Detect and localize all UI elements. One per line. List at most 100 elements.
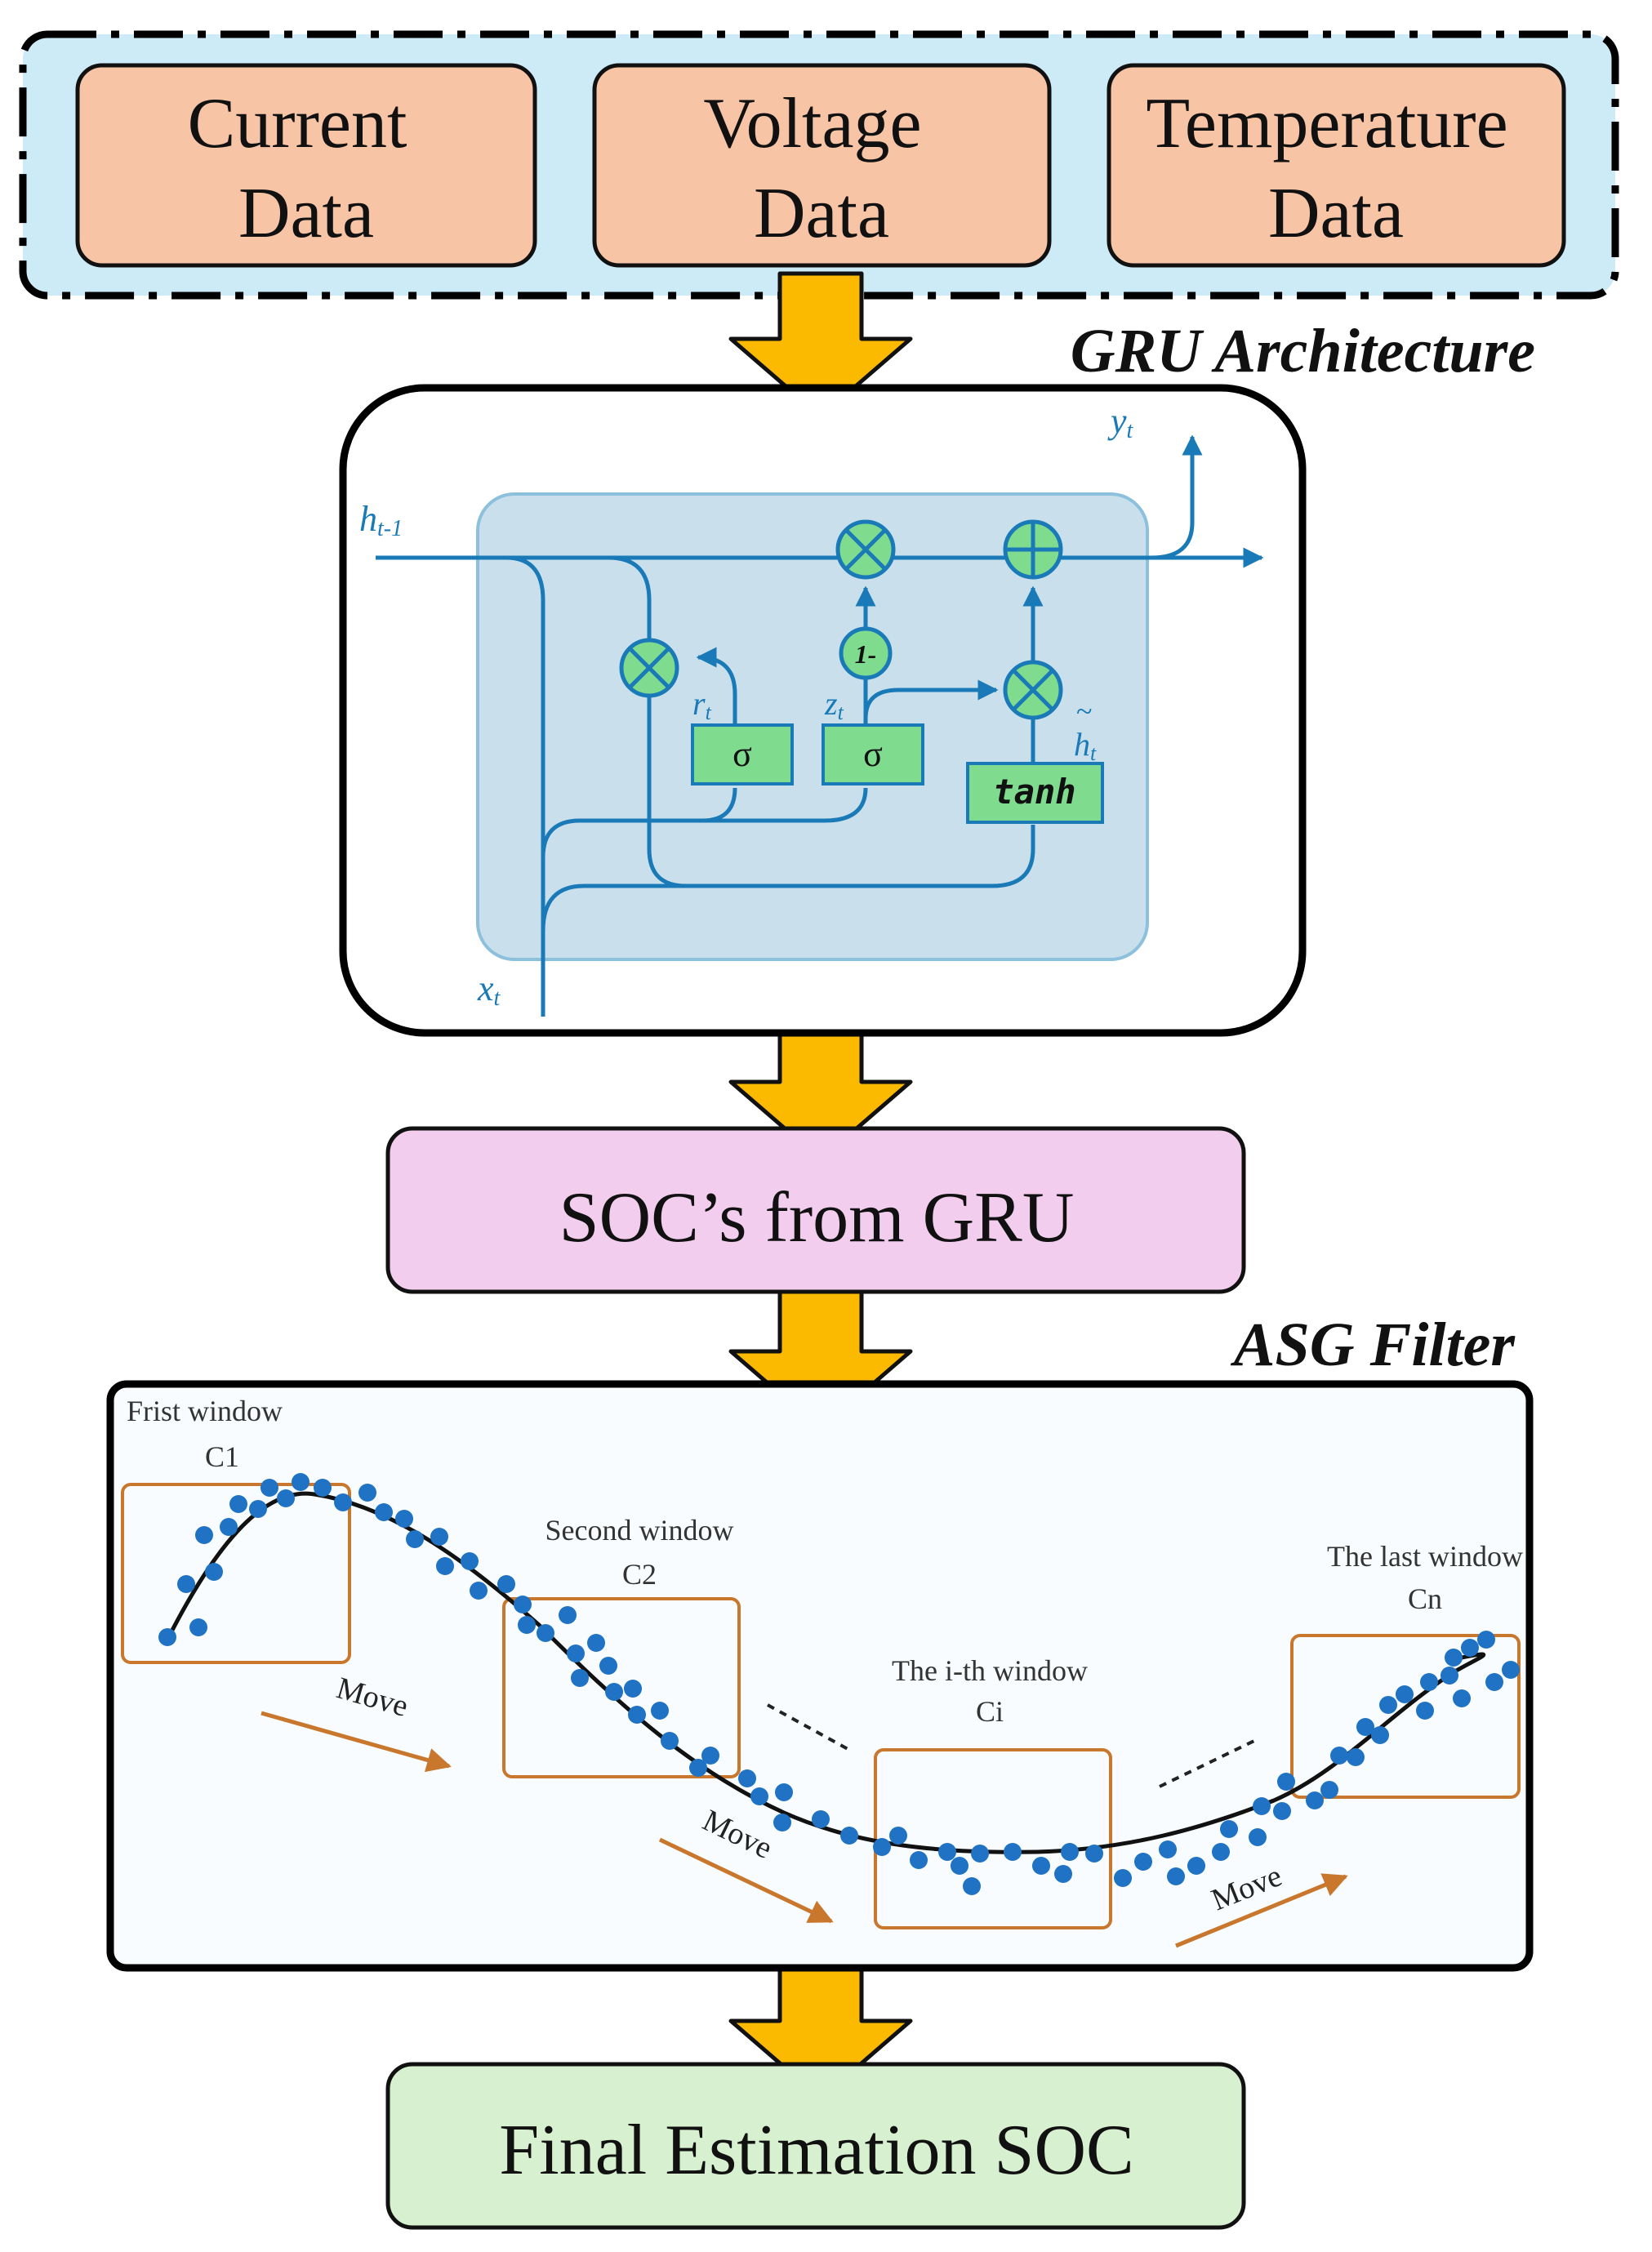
data-point [587,1634,605,1652]
data-point [497,1575,515,1593]
data-point [840,1827,858,1845]
label-h-prev: ht-1 [359,499,403,541]
final-box [385,2062,1246,2230]
gru-cell [476,492,1149,961]
data-point [1212,1843,1230,1861]
data-point [624,1680,642,1698]
data-point [205,1563,223,1581]
input-temperature: Temperature Data [1107,63,1566,268]
one-minus-node: 1- [839,626,893,680]
data-point [1187,1857,1205,1875]
data-point [375,1503,393,1521]
data-point [889,1827,907,1845]
hidden-to-bottom [505,555,545,833]
data-point [1032,1857,1050,1875]
data-point [514,1596,532,1613]
data-point [358,1484,376,1502]
window-ci-id: Ci [976,1695,1004,1728]
data-point [701,1747,719,1765]
data-point [1420,1673,1438,1691]
data-point [395,1510,413,1528]
data-point [1461,1639,1479,1657]
r-sigma-label: σ [732,734,752,774]
window-cn-id: Cn [1408,1582,1442,1615]
input-voltage-line1: Voltage [703,84,921,163]
window-cn-label: The last window [1327,1540,1523,1573]
data-point [963,1877,981,1895]
data-point [1277,1773,1295,1791]
hidden-to-low-left [608,555,687,888]
input-current: Current Data [75,63,537,268]
data-point [1453,1689,1471,1707]
data-point [651,1702,669,1720]
label-h-tilde-accent: ~ [1076,695,1092,728]
data-point [1114,1869,1132,1887]
window-c2 [502,1597,741,1778]
r-multiply-node [619,638,679,698]
window-label-ci: The i-th window Ci [892,1654,1088,1728]
soc-gru-box [385,1126,1246,1294]
data-point [1306,1791,1324,1809]
label-z: zt [824,685,844,724]
z-sigma-gate: σ [822,723,924,786]
data-point [773,1814,791,1831]
data-point [812,1810,830,1828]
label-x: xt [477,968,501,1011]
data-point [334,1493,352,1511]
r-sigma-gate: σ [691,723,794,786]
input-to-r-gate [701,787,737,823]
data-point [195,1526,213,1544]
flow-arrow-inputs-gru [728,271,913,419]
data-point [1379,1696,1397,1714]
data-point [158,1628,176,1646]
data-point [189,1618,207,1636]
asg-title: ASG Filter [1231,1311,1516,1379]
input-current-line1: Current [188,84,407,163]
data-point [1371,1726,1389,1744]
data-point [177,1575,195,1593]
data-point [1502,1661,1520,1679]
data-point [537,1624,554,1642]
data-point [873,1838,891,1856]
data-point [470,1582,488,1600]
window-cn [1290,1634,1521,1799]
soc-gru-label: SOC’s from GRU [559,1178,1075,1257]
input-current-line2: Data [238,174,374,253]
data-point [1220,1820,1238,1838]
svg-text:Voltage Data: Voltage Data [703,84,939,253]
window-c1-label: Frist window [127,1395,283,1427]
tanh-gate: tanh [966,762,1104,824]
data-point [938,1843,956,1861]
input-voltage: Voltage Data [592,63,1052,268]
data-point [260,1479,278,1497]
data-point [430,1528,448,1546]
htilde-multiply-node [1003,660,1063,720]
dots-separator-2 [1159,1738,1258,1788]
data-point [599,1657,617,1675]
svg-text:Temperature Data: Temperature Data [1146,84,1525,253]
data-point [1396,1685,1414,1703]
input-voltage-box [592,63,1052,268]
data-point [567,1644,585,1662]
label-r: rt [692,685,712,724]
data-point [436,1557,454,1575]
label-h-tilde: ht [1074,726,1097,765]
input-temperature-box [1107,63,1566,268]
final-label: Final Estimation SOC [499,2111,1133,2190]
data-point [1061,1843,1079,1861]
data-point [277,1489,295,1507]
input-voltage-line2: Data [754,174,889,253]
data-point [1159,1840,1177,1858]
data-point [1416,1702,1434,1720]
asg-frame [106,1380,1534,1972]
data-point [229,1495,247,1513]
data-point [1085,1845,1103,1863]
data-point [628,1706,646,1724]
one-minus-label: 1- [855,639,877,669]
data-point [1273,1802,1291,1820]
window-label-cn: The last window Cn [1327,1540,1523,1615]
asg-data-points [158,1473,1520,1895]
data-point [406,1530,424,1548]
data-point [775,1783,793,1801]
data-point [1253,1797,1271,1815]
